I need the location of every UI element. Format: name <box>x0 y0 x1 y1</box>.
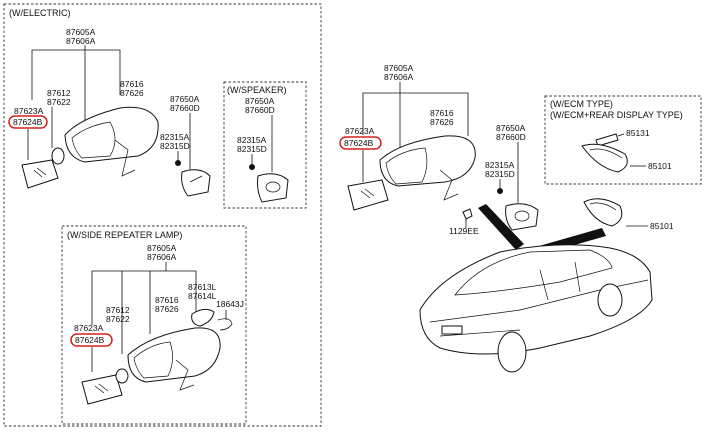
panel-electric: (W/ELECTRIC) 87605A 87606A 87616 87626 8… <box>3 3 322 427</box>
label-repeater-mirror-assy: 87605A <box>147 243 177 253</box>
repeater-glass-part <box>81 374 123 405</box>
label-main-mirror-assy: 87605A <box>384 63 414 73</box>
label-main-screw: 82315A <box>485 160 515 170</box>
label-bulb: 18643J <box>216 299 244 309</box>
main-housing-part <box>379 135 476 187</box>
label-repeater-cover-rh: 87626 <box>155 304 179 314</box>
front-wheel <box>597 283 623 317</box>
holder-part <box>51 147 65 165</box>
label-bracket-rh: 87660D <box>170 103 200 113</box>
label-main-screw-rh: 82315D <box>485 169 515 179</box>
label-repeater-holder-rh: 87622 <box>106 314 130 324</box>
panel-electric-title: (W/ELECTRIC) <box>9 8 71 18</box>
label-holder-rh: 87622 <box>47 97 71 107</box>
label-bolt: 1129EE <box>449 226 479 236</box>
main-glass-part <box>347 179 389 211</box>
speaker-bracket-part <box>257 173 289 203</box>
license-plate <box>441 325 463 335</box>
label-repeater-holder: 87612 <box>106 305 130 315</box>
bulb-part <box>217 318 233 331</box>
panel-repeater: (W/SIDE REPEATER LAMP) 87605A 87606A 876… <box>61 225 247 425</box>
label-main-glass-highlight: 87624B <box>344 138 374 148</box>
panel-speaker-frame <box>223 81 307 209</box>
ecm-mirror-part <box>581 143 628 173</box>
label-ecm-mirror: 85101 <box>648 161 672 171</box>
label-cover: 87616 <box>120 79 144 89</box>
label-glass-highlight: 87624B <box>13 117 43 127</box>
mirror-housing-part <box>64 106 159 163</box>
main-screw-part <box>497 188 503 194</box>
leader-mirror-assy <box>31 49 121 100</box>
pointer-arrow-mirror <box>478 204 524 250</box>
inside-mirror-part <box>583 198 623 227</box>
panel-repeater-frame <box>61 225 247 425</box>
label-screw: 82315A <box>160 132 190 142</box>
panel-ecm-frame <box>544 95 702 185</box>
car-illustration <box>419 244 653 373</box>
rear-wheel <box>497 331 527 373</box>
screw-part <box>175 160 181 166</box>
bolt-part <box>462 208 473 220</box>
panel-ecm-subtitle: (W/ECM+REAR DISPLAY TYPE) <box>550 110 683 120</box>
highlight-main-87624b <box>339 136 382 150</box>
label-repeater-cover: 87616 <box>155 295 179 305</box>
panel-speaker: (W/SPEAKER) 87650A 87660D 82315A 82315D <box>223 81 307 209</box>
label-main-mirror-assy-rh: 87606A <box>384 72 414 82</box>
label-ecm-cover: 85131 <box>626 128 650 138</box>
label-repeater-glass-highlight: 87624B <box>75 335 105 345</box>
highlight-87624b <box>8 115 48 129</box>
panel-repeater-title: (W/SIDE REPEATER LAMP) <box>67 230 182 240</box>
label-main-cover-rh: 87626 <box>430 117 454 127</box>
panel-electric-frame <box>3 3 322 427</box>
label-lamp: 87613L <box>188 282 217 292</box>
label-glass: 87623A <box>14 106 44 116</box>
label-holder: 87612 <box>47 88 71 98</box>
label-lamp-rh: 87614L <box>188 291 217 301</box>
repeater-housing-part <box>127 327 221 383</box>
label-cover-rh: 87626 <box>120 88 144 98</box>
main-diagram: 87605A 87606A 87616 87626 87623A 87624B … <box>339 63 674 373</box>
label-main-bracket: 87650A <box>496 123 526 133</box>
label-screw-rh: 82315D <box>160 141 190 151</box>
label-speaker-screw: 82315A <box>237 135 267 145</box>
label-bracket: 87650A <box>170 94 200 104</box>
label-inside-mirror: 85101 <box>650 221 674 231</box>
label-main-bracket-rh: 87660D <box>496 132 526 142</box>
label-repeater-mirror-assy-rh: 87606A <box>147 252 177 262</box>
label-mirror-assy: 87605A <box>66 27 96 37</box>
label-speaker-screw-rh: 82315D <box>237 144 267 154</box>
label-speaker-bracket: 87650A <box>245 96 275 106</box>
label-main-glass: 87623A <box>345 126 375 136</box>
panel-ecm-title: (W/ECM TYPE) <box>550 99 613 109</box>
speaker-screw-part <box>249 164 255 170</box>
label-mirror-assy-rh: 87606A <box>66 36 96 46</box>
repeater-holder-part <box>115 368 129 384</box>
label-repeater-glass: 87623A <box>74 323 104 333</box>
repeater-lamp-part <box>191 308 215 327</box>
main-bracket-part <box>505 203 539 231</box>
panel-speaker-title: (W/SPEAKER) <box>227 85 287 95</box>
mirror-glass-part <box>21 159 59 189</box>
bracket-part <box>181 169 211 197</box>
panel-ecm: (W/ECM TYPE) (W/ECM+REAR DISPLAY TYPE) 8… <box>544 95 702 185</box>
highlight-repeater-87624b <box>70 333 113 347</box>
label-main-cover: 87616 <box>430 108 454 118</box>
label-speaker-bracket-rh: 87660D <box>245 105 275 115</box>
